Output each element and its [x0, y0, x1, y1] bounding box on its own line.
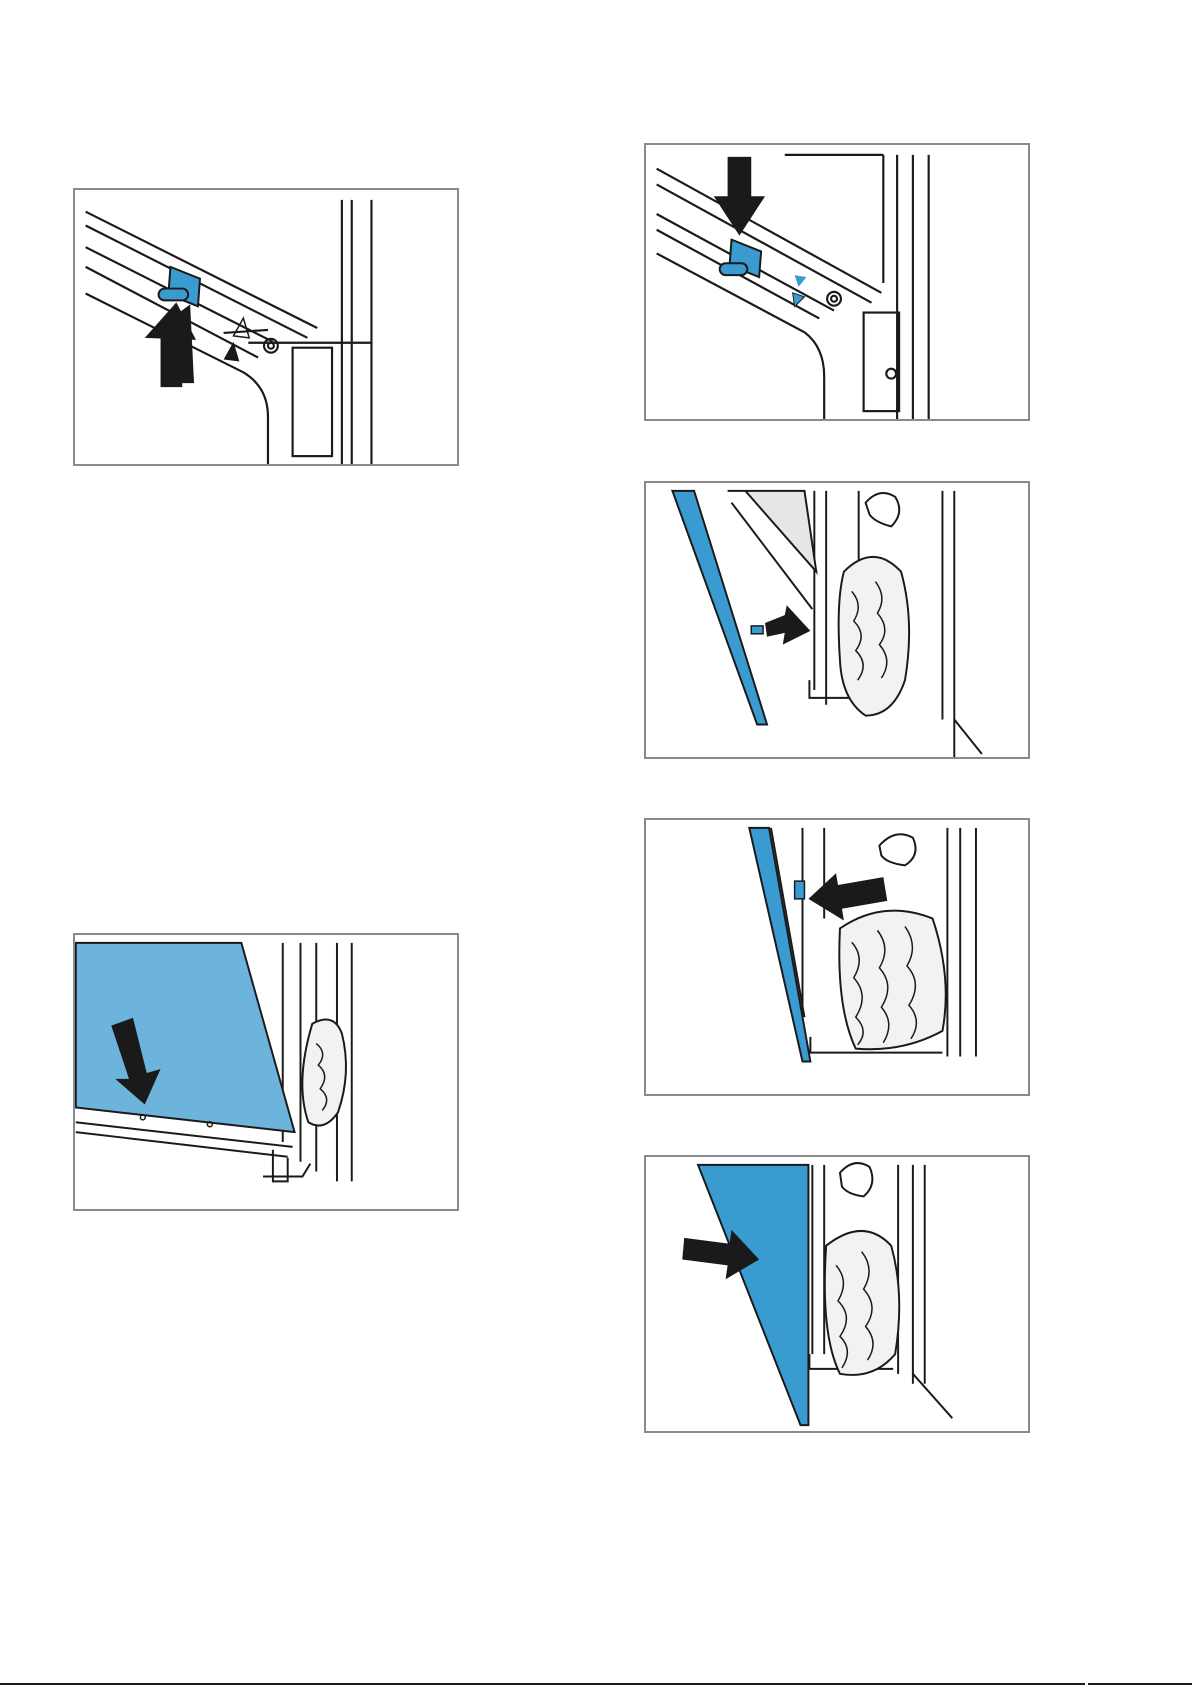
pane-tilt-illustration [646, 483, 1028, 757]
figure-glass-pane-lower [73, 933, 459, 1211]
clip-shape [720, 240, 761, 277]
figure-pane-tilt-remove [644, 481, 1030, 759]
cloth-icon [302, 1020, 346, 1126]
figure-clip-press [644, 143, 1030, 421]
arrow-right-icon [765, 605, 810, 644]
arrow-up-icon [145, 302, 196, 387]
cloth-icon [825, 1231, 899, 1375]
pane-push-illustration [646, 1157, 1028, 1431]
hand-icon [866, 493, 900, 526]
hand-icon [840, 1163, 872, 1196]
cloth-icon [839, 557, 909, 716]
clip-press-illustration [646, 145, 1028, 419]
cloth-icon [839, 911, 945, 1050]
hand-icon [879, 834, 915, 865]
figure-clip-lift [73, 188, 459, 466]
clip-lift-illustration [75, 190, 457, 464]
figure-pane-push-in [644, 1155, 1030, 1433]
pane-pull-illustration [646, 820, 1028, 1094]
figure-pane-pull-out [644, 818, 1030, 1096]
glass-pane-illustration [75, 935, 457, 1209]
